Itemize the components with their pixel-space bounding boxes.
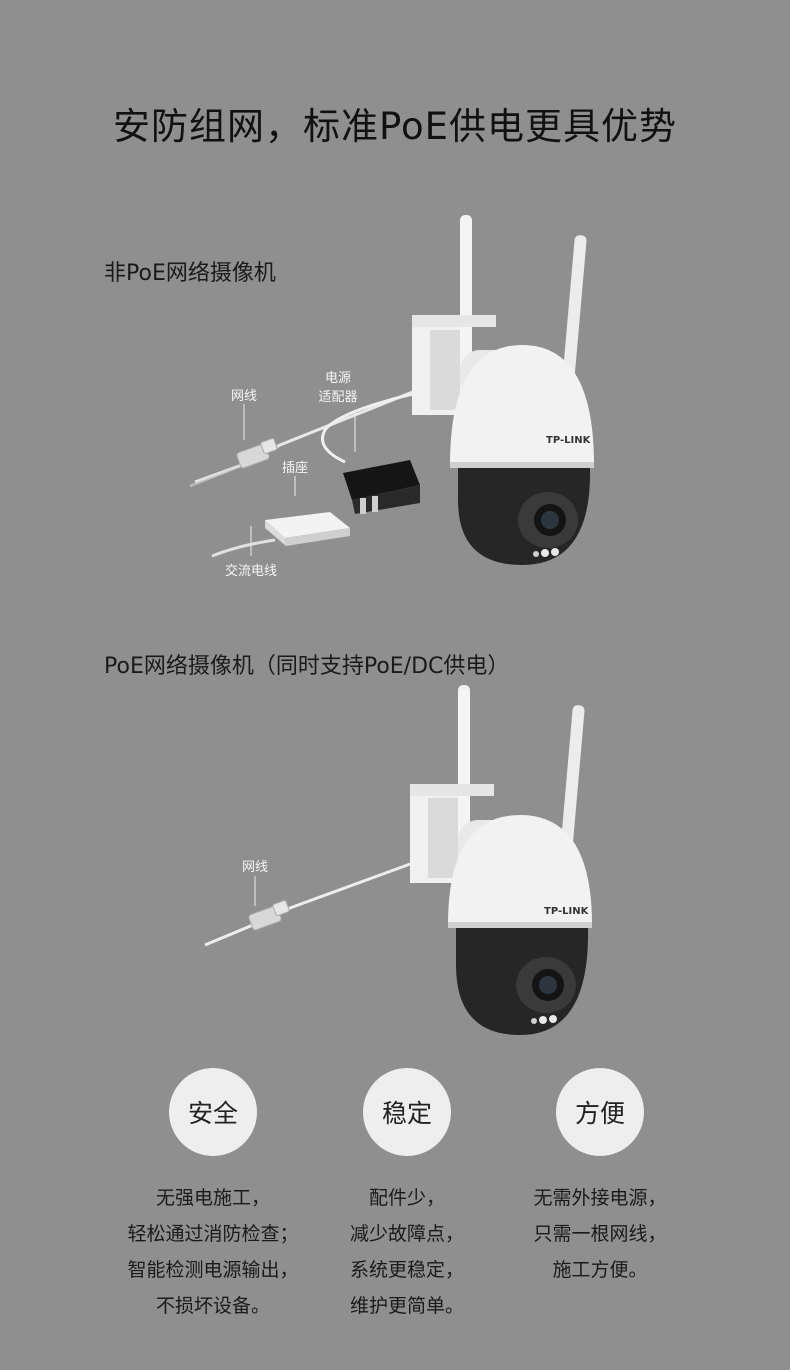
feature-safety: 安全 无强电施工， 轻松通过消防检查； 智能检测电源输出， 不损坏设备。: [118, 1068, 308, 1324]
ptz-camera-icon: TP-LINK: [412, 215, 594, 565]
rj45-connector-icon: [236, 438, 278, 469]
label-ac-cable: 交流电线: [225, 563, 277, 579]
label-adapter-line1: 电源: [325, 371, 351, 386]
feature-badge-convenience: 方便: [556, 1068, 644, 1156]
power-adapter-icon: [343, 460, 420, 514]
label-socket: 插座: [282, 461, 308, 476]
feature-badge-stability: 稳定: [363, 1068, 451, 1156]
section-title-poe: PoE网络摄像机（同时支持PoE/DC供电）: [104, 654, 510, 679]
feature-badge-safety: 安全: [169, 1068, 257, 1156]
rj45-connector-icon: [248, 900, 290, 931]
label-adapter-line2: 适配器: [318, 390, 357, 405]
section-title-non-poe: 非PoE网络摄像机: [104, 261, 276, 286]
brand-logo: TP-LINK: [546, 435, 592, 446]
label-network-cable: 网线: [242, 860, 268, 875]
feature-description-convenience: 无需外接电源， 只需一根网线， 施工方便。: [533, 1187, 667, 1281]
feature-stability: 稳定 配件少， 减少故障点， 系统更稳定， 维护更简单。: [312, 1068, 502, 1324]
feature-description-stability: 配件少， 减少故障点， 系统更稳定， 维护更简单。: [349, 1187, 464, 1317]
ac-cable: [211, 538, 276, 558]
label-network-cable: 网线: [231, 389, 257, 404]
ptz-camera-icon: TP-LINK: [410, 685, 592, 1035]
network-cable-fade: [189, 460, 251, 488]
page-title: 安防组网，标准PoE供电更具优势: [112, 105, 677, 148]
feature-convenience: 方便 无需外接电源， 只需一根网线， 施工方便。: [505, 1068, 695, 1288]
poe-diagram: 网线 TP-LINK: [204, 685, 592, 1035]
brand-logo: TP-LINK: [544, 906, 590, 917]
adapter-cable: [321, 388, 431, 464]
socket-icon: [265, 512, 350, 546]
network-cable: [204, 854, 433, 947]
feature-description-safety: 无强电施工， 轻松通过消防检查； 智能检测电源输出， 不损坏设备。: [127, 1187, 299, 1317]
non-poe-diagram: 网线 电源 适配器 插座 交流电线 TP-LINK: [189, 215, 594, 579]
